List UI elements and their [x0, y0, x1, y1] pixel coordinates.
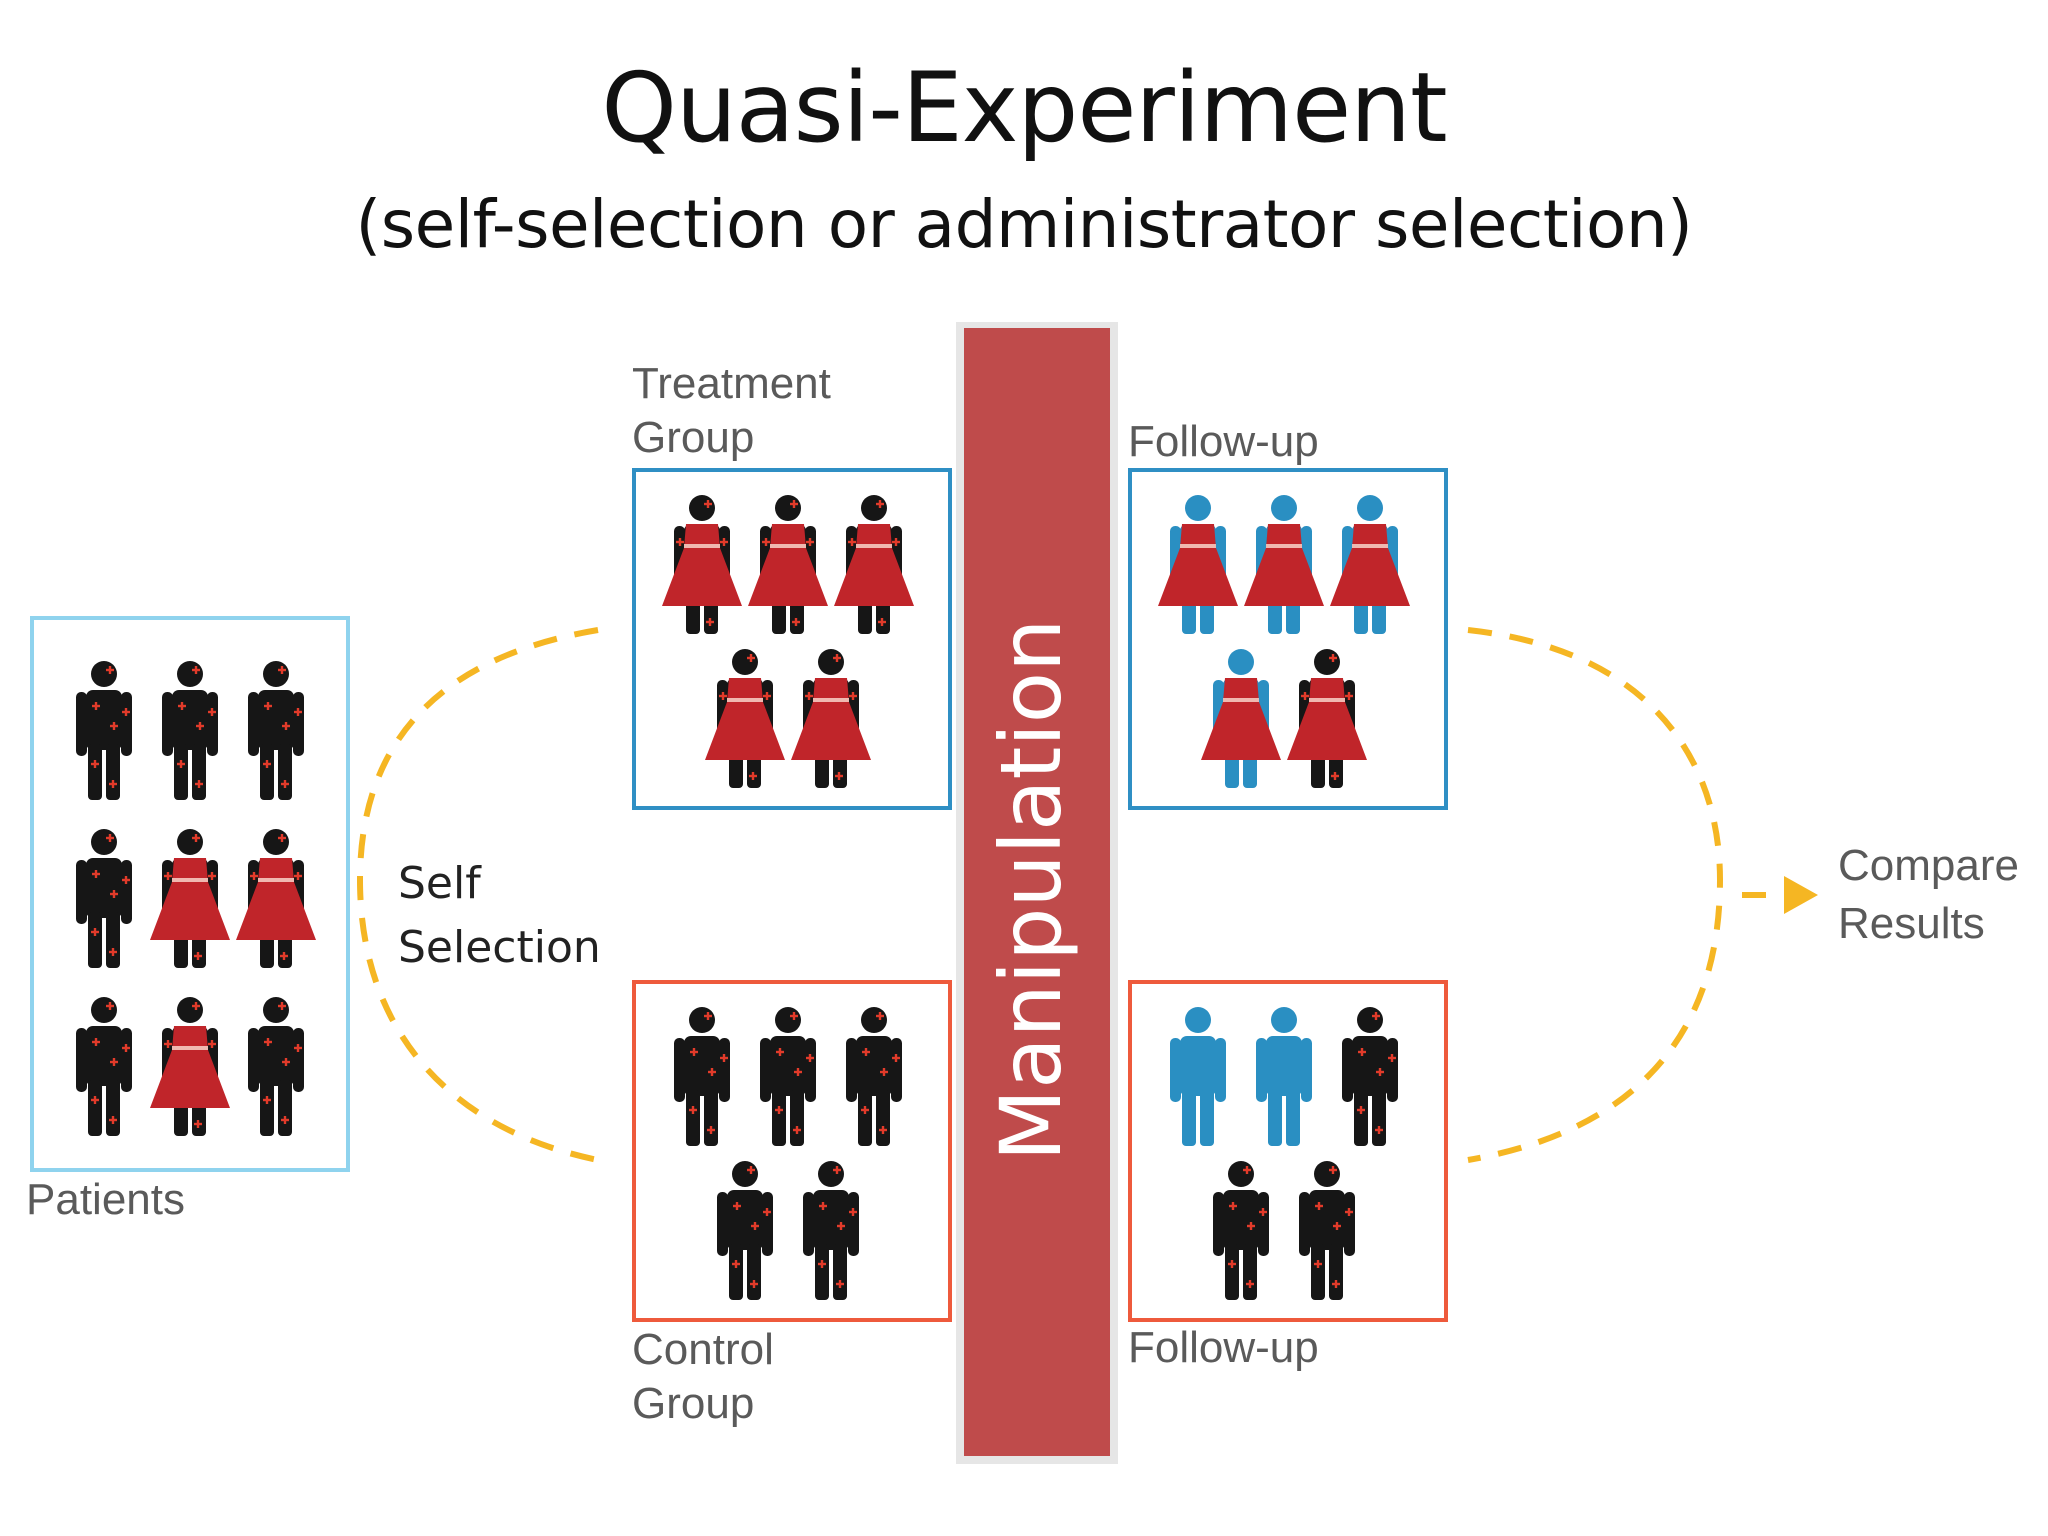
treatment-figure-5 [791, 649, 871, 788]
treatment-label-line1: Treatment [632, 359, 831, 408]
patient-figure-9 [248, 997, 304, 1136]
followup-control-box [1128, 980, 1448, 1322]
patient-figure-5 [150, 829, 230, 968]
patient-figure-4 [76, 829, 132, 968]
followup-treatment-figure-2 [1244, 495, 1324, 634]
patients-label: Patients [26, 1175, 185, 1224]
control-group-box [632, 980, 952, 1322]
followup-control-label: Follow-up [1128, 1323, 1319, 1372]
slide-title: Quasi-Experiment [601, 52, 1447, 164]
manipulation-label: Manipulation [982, 619, 1080, 1162]
followup-treatment-label: Follow-up [1128, 417, 1319, 466]
person-figures [76, 495, 1410, 1300]
patient-figure-8 [150, 997, 230, 1136]
treatment-group-box [632, 468, 952, 810]
control-label-line2: Group [632, 1379, 754, 1428]
treatment-figure-4 [705, 649, 785, 788]
patient-figure-2 [162, 661, 218, 800]
dress-shape [748, 524, 828, 606]
followup-treatment-figure-1 [1158, 495, 1238, 634]
control-figure-1 [674, 1007, 730, 1146]
manipulation-bar [964, 328, 1110, 1456]
followup-control-figure-2 [1256, 1007, 1312, 1146]
arc-right [1467, 627, 1724, 1163]
patient-figure-6 [236, 829, 316, 968]
arrowhead-compare-icon [1784, 876, 1818, 914]
treatment-figure-3 [834, 495, 914, 634]
followup-control-figure-4 [1213, 1161, 1269, 1300]
dress-shape [662, 524, 742, 606]
dress-shape [150, 1026, 230, 1108]
control-figure-5 [803, 1161, 859, 1300]
dress-shape [1330, 524, 1410, 606]
followup-control-figure-1 [1170, 1007, 1226, 1146]
self-selection-line1: Self [398, 858, 482, 909]
followup-control-figure-5 [1299, 1161, 1355, 1300]
treatment-figure-2 [748, 495, 828, 634]
dress-shape [150, 858, 230, 940]
followup-treatment-figure-4 [1201, 649, 1281, 788]
compare-label-line2: Results [1838, 899, 1985, 948]
patient-figure-7 [76, 997, 132, 1136]
patient-figure-3 [248, 661, 304, 800]
treatment-label-line2: Group [632, 413, 754, 462]
self-selection-line2: Selection [398, 922, 601, 973]
dress-shape [1201, 678, 1281, 760]
dress-shape [1244, 524, 1324, 606]
control-figure-4 [717, 1161, 773, 1300]
dress-shape [791, 678, 871, 760]
dashed-arrows [356, 627, 1790, 1163]
treatment-figure-1 [662, 495, 742, 634]
dress-shape [834, 524, 914, 606]
compare-label-line1: Compare [1838, 841, 2019, 890]
followup-treatment-box [1128, 468, 1448, 810]
dress-shape [705, 678, 785, 760]
arc-left [356, 627, 599, 1163]
dress-shape [1287, 678, 1367, 760]
dress-shape [1158, 524, 1238, 606]
slide-subtitle: (self-selection or administrator selecti… [355, 186, 1693, 263]
followup-control-figure-3 [1342, 1007, 1398, 1146]
control-figure-3 [846, 1007, 902, 1146]
followup-treatment-figure-3 [1330, 495, 1410, 634]
patient-figure-1 [76, 661, 132, 800]
control-label-line1: Control [632, 1325, 774, 1374]
dress-shape [236, 858, 316, 940]
control-figure-2 [760, 1007, 816, 1146]
followup-treatment-figure-5 [1287, 649, 1367, 788]
